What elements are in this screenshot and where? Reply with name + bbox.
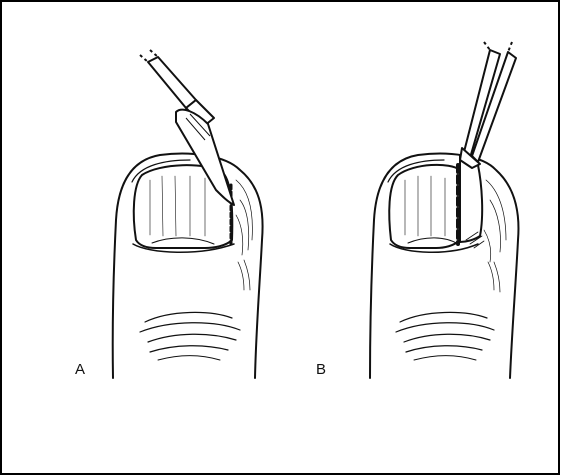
forceps-icon <box>459 41 517 169</box>
panel-a-thumb <box>111 152 264 379</box>
scalpel-icon <box>139 49 235 206</box>
panel-b-thumb <box>369 152 520 379</box>
panel-label-b: B <box>316 361 327 378</box>
panel-label-a: A <box>75 361 86 378</box>
